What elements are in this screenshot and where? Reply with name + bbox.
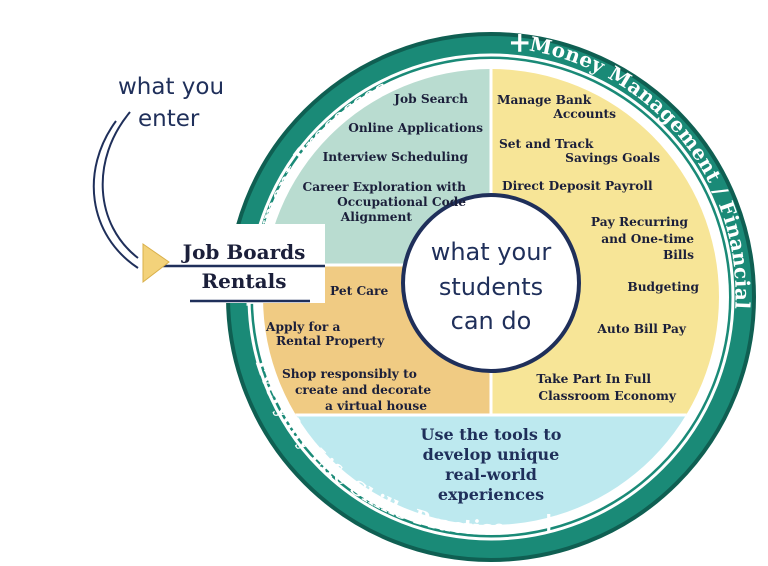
employment-item: Career Exploration with: [303, 180, 467, 194]
money-items: Manage Bank Accounts Set and Track Savin…: [497, 93, 699, 403]
bottom-line: Use the tools to: [421, 425, 562, 444]
center-line-3: can do: [451, 307, 532, 335]
rentals-items: Pet Care Apply for a Rental Property Sho…: [265, 284, 431, 413]
money-item: Budgeting: [627, 280, 699, 294]
curved-arrow-icon-2: [92, 120, 139, 269]
employment-item: Interview Scheduling: [323, 150, 469, 164]
money-item: Bills: [663, 248, 694, 262]
money-item: Pay Recurring: [591, 215, 689, 229]
rentals-item: a virtual house: [325, 399, 427, 413]
money-item: Direct Deposit Payroll: [502, 179, 653, 193]
money-item: Manage Bank: [497, 93, 592, 107]
employment-item: Alignment: [340, 210, 413, 224]
rentals-item: Rental Property: [276, 334, 385, 348]
center-line-1: what your: [431, 238, 552, 266]
employment-item: Occupational Code: [337, 195, 466, 209]
money-item: and One-time: [601, 232, 694, 246]
rentals-item: Apply for a: [265, 320, 340, 334]
curved-arrow-icon: [101, 111, 139, 259]
rentals-item: create and decorate: [295, 383, 431, 397]
money-item: Set and Track: [499, 137, 594, 151]
entry-rentals: Rentals: [202, 269, 287, 293]
center-line-2: students: [439, 273, 543, 301]
money-item: Classroom Economy: [538, 389, 676, 403]
rentals-item: Pet Care: [330, 284, 388, 298]
bottom-line: develop unique: [423, 445, 560, 464]
entry-box: [163, 224, 325, 303]
plus-icon-bottom: +: [537, 506, 561, 539]
money-item: Auto Bill Pay: [596, 322, 686, 336]
money-item: Savings Goals: [565, 151, 660, 165]
center-circle: [401, 193, 581, 373]
money-item: Take Part In Full: [536, 372, 651, 386]
entry-job-boards: Job Boards: [181, 240, 306, 264]
bottom-line: real-world: [445, 465, 537, 484]
pointer-arrow-icon: [142, 243, 170, 284]
plus-icon-top: +: [508, 26, 532, 59]
bottom-line: experiences: [438, 485, 544, 504]
employment-item: Job Search: [393, 92, 468, 106]
bottom-band-text: Use the tools to develop unique real-wor…: [421, 425, 562, 504]
intro-line-2: enter: [138, 106, 200, 132]
money-item: Accounts: [552, 107, 616, 121]
employment-item: Online Applications: [348, 121, 483, 135]
rentals-item: Shop responsibly to: [282, 367, 417, 381]
employment-items: Job Search Online Applications Interview…: [303, 92, 484, 224]
intro-line-1: what you: [118, 74, 224, 100]
